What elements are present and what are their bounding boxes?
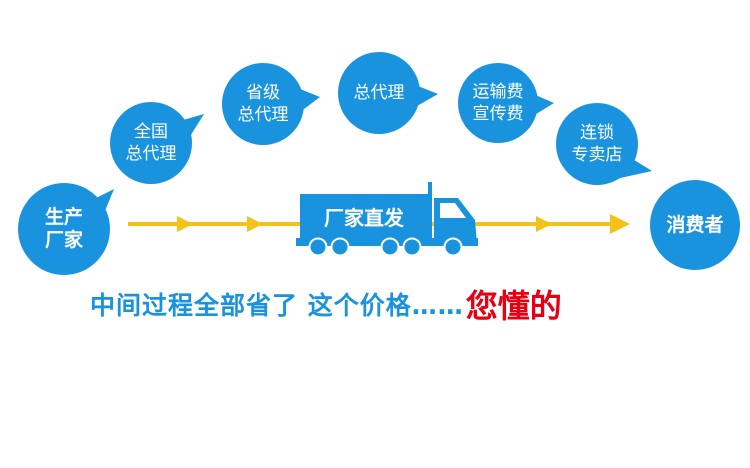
bubble-chain-store-line-2: 专卖店 xyxy=(571,145,623,165)
bubble-shipping-promotion: 运输费 宣传费 xyxy=(458,63,554,143)
truck-wheel xyxy=(402,237,422,257)
bubble-provincial-agent: 省级 总代理 xyxy=(222,63,320,145)
bubble-producer-line-1: 生产 xyxy=(44,206,83,228)
caption-highlight-text: 您懂的 xyxy=(465,287,562,325)
bubble-producer: 生产 厂家 xyxy=(16,181,114,277)
caption-main-text: 中间过程全部省了 这个价格…… xyxy=(90,291,464,320)
truck-label: 厂家直发 xyxy=(324,205,404,230)
arrow-head xyxy=(536,216,552,232)
caption: 中间过程全部省了 这个价格…… 您懂的 xyxy=(90,282,562,326)
bubble-national-agent-line-1: 全国 xyxy=(134,122,168,142)
bubble-provincial-agent-line-1: 省级 xyxy=(246,83,280,103)
bubble-shipping-promotion-line-1: 运输费 xyxy=(472,82,524,102)
bubble-shipping-promotion-line-2: 宣传费 xyxy=(472,104,524,124)
bubble-producer-line-2: 厂家 xyxy=(44,229,83,251)
bubble-consumer-line-1: 消费者 xyxy=(666,213,724,236)
truck-wheel xyxy=(330,237,350,257)
arrow-head xyxy=(177,216,193,232)
bubble-general-agent-line-1: 总代理 xyxy=(353,83,405,103)
speech-bubble-icon xyxy=(222,63,320,145)
arrow-head xyxy=(247,216,263,232)
truck-wheel xyxy=(380,237,400,257)
truck-cargo-box xyxy=(300,194,428,238)
arrow-head xyxy=(610,214,630,234)
speech-bubble-icon xyxy=(338,52,438,134)
speech-bubble-icon xyxy=(458,63,554,143)
bubble-chain-store: 连锁 专卖店 xyxy=(556,103,652,185)
bubble-consumer: 消费者 xyxy=(650,180,740,270)
bubble-national-agent-line-2: 总代理 xyxy=(125,144,177,164)
speech-bubble-icon xyxy=(110,102,204,184)
speech-bubble-icon xyxy=(650,180,740,270)
truck-wheels xyxy=(308,237,463,257)
truck-divider xyxy=(428,182,432,244)
speech-bubble-icon xyxy=(18,183,114,275)
bubble-provincial-agent-line-2: 总代理 xyxy=(237,105,289,125)
speech-bubble-icon xyxy=(556,103,652,185)
truck-wheel xyxy=(443,237,463,257)
truck-window xyxy=(440,203,466,218)
truck-wheel xyxy=(308,237,328,257)
bubble-national-agent: 全国 总代理 xyxy=(110,102,204,184)
bubble-general-agent: 总代理 xyxy=(338,52,438,134)
bubble-chain-store-line-1: 连锁 xyxy=(580,123,614,143)
